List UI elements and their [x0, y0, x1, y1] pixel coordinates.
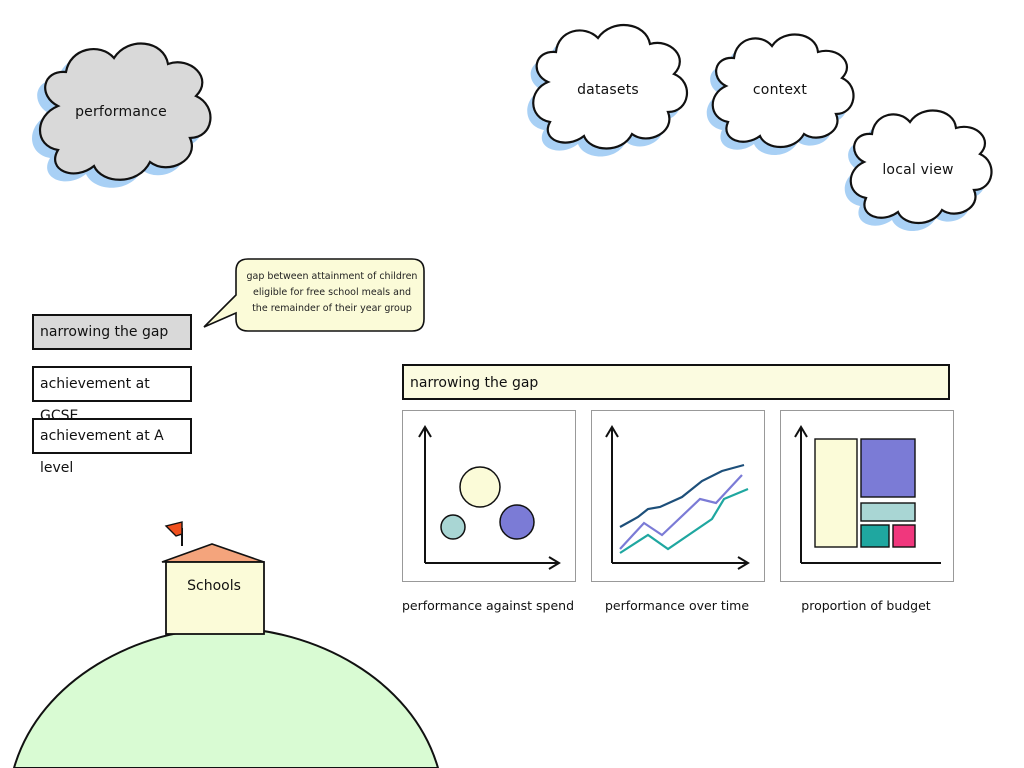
chart-caption: performance against spend	[401, 598, 575, 613]
tooltip-bubble: gap between attainment of children eligi…	[200, 255, 428, 335]
cloud-label: performance	[75, 104, 167, 120]
chart-card-proportion-budget[interactable]	[780, 410, 954, 582]
treemap-icon	[794, 425, 941, 564]
chart-card-performance-spend[interactable]	[402, 410, 576, 582]
cloud-datasets[interactable]: datasets	[518, 12, 698, 162]
cloud-label: context	[752, 82, 808, 98]
cloud-shape-icon	[706, 33, 855, 155]
nav-achievement-gcse[interactable]: achievement at GCSE	[32, 366, 192, 424]
bubble-chart-icon	[418, 425, 561, 570]
chart-card-performance-time[interactable]	[591, 410, 765, 582]
cloud-local-view[interactable]: local view	[836, 98, 1000, 232]
chart-caption: proportion of budget	[801, 598, 931, 613]
school-label: Schools	[187, 578, 241, 594]
cloud-shape-icon	[527, 24, 689, 157]
cloud-shape-icon	[844, 109, 993, 231]
nav-label: narrowing the gap	[40, 324, 169, 340]
cloud-shape-icon	[32, 42, 212, 188]
cloud-context[interactable]: context	[698, 22, 862, 156]
cloud-label: local view	[882, 162, 954, 178]
nav-achievement-a-level[interactable]: achievement at A level	[32, 418, 192, 476]
nav-narrowing-the-gap[interactable]: narrowing the gap	[32, 314, 192, 350]
nav-label: achievement at A level	[40, 428, 164, 476]
cloud-performance[interactable]: performance	[18, 26, 224, 200]
nav-label: achievement at GCSE	[40, 376, 150, 424]
chart-caption: performance over time	[604, 598, 750, 613]
panel-title: narrowing the gap	[402, 364, 950, 400]
speech-bubble-icon	[203, 258, 425, 332]
cloud-label: datasets	[577, 82, 639, 98]
school-building-icon[interactable]	[154, 516, 274, 636]
tooltip-text: gap between attainment of children eligi…	[246, 271, 418, 314]
line-chart-icon	[605, 425, 750, 570]
